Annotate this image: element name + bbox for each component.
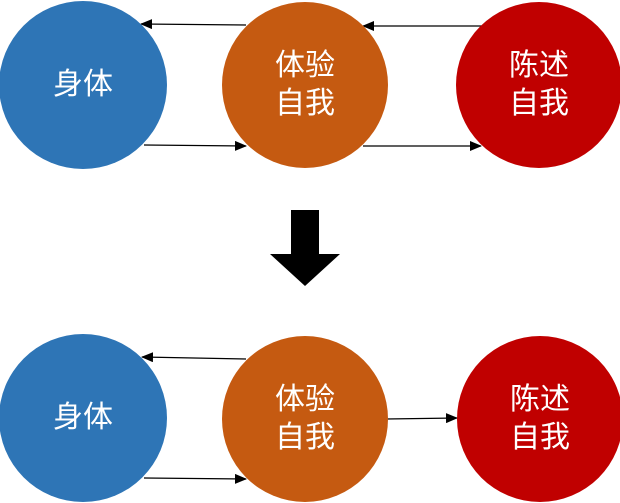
bottom-arrow-body-to-experiencing <box>143 473 247 484</box>
bottom-arrow-experiencing-to-narrative <box>385 413 458 424</box>
top-arrow-body-to-experiencing <box>143 140 247 151</box>
bottom-node-body: 身体 <box>0 334 167 502</box>
bottom-node-narrative-self: 陈述 自我 <box>457 336 620 502</box>
top-node-body: 身体 <box>0 1 167 169</box>
bottom-arrow-experiencing-to-body <box>141 352 247 363</box>
top-arrow-experiencing-to-body <box>140 19 247 30</box>
bottom-node-experiencing-self: 体验 自我 <box>222 336 388 502</box>
down-arrow-icon <box>270 210 340 286</box>
top-node-narrative-self: 陈述 自我 <box>456 2 620 168</box>
top-node-experiencing-self: 体验 自我 <box>222 2 388 168</box>
